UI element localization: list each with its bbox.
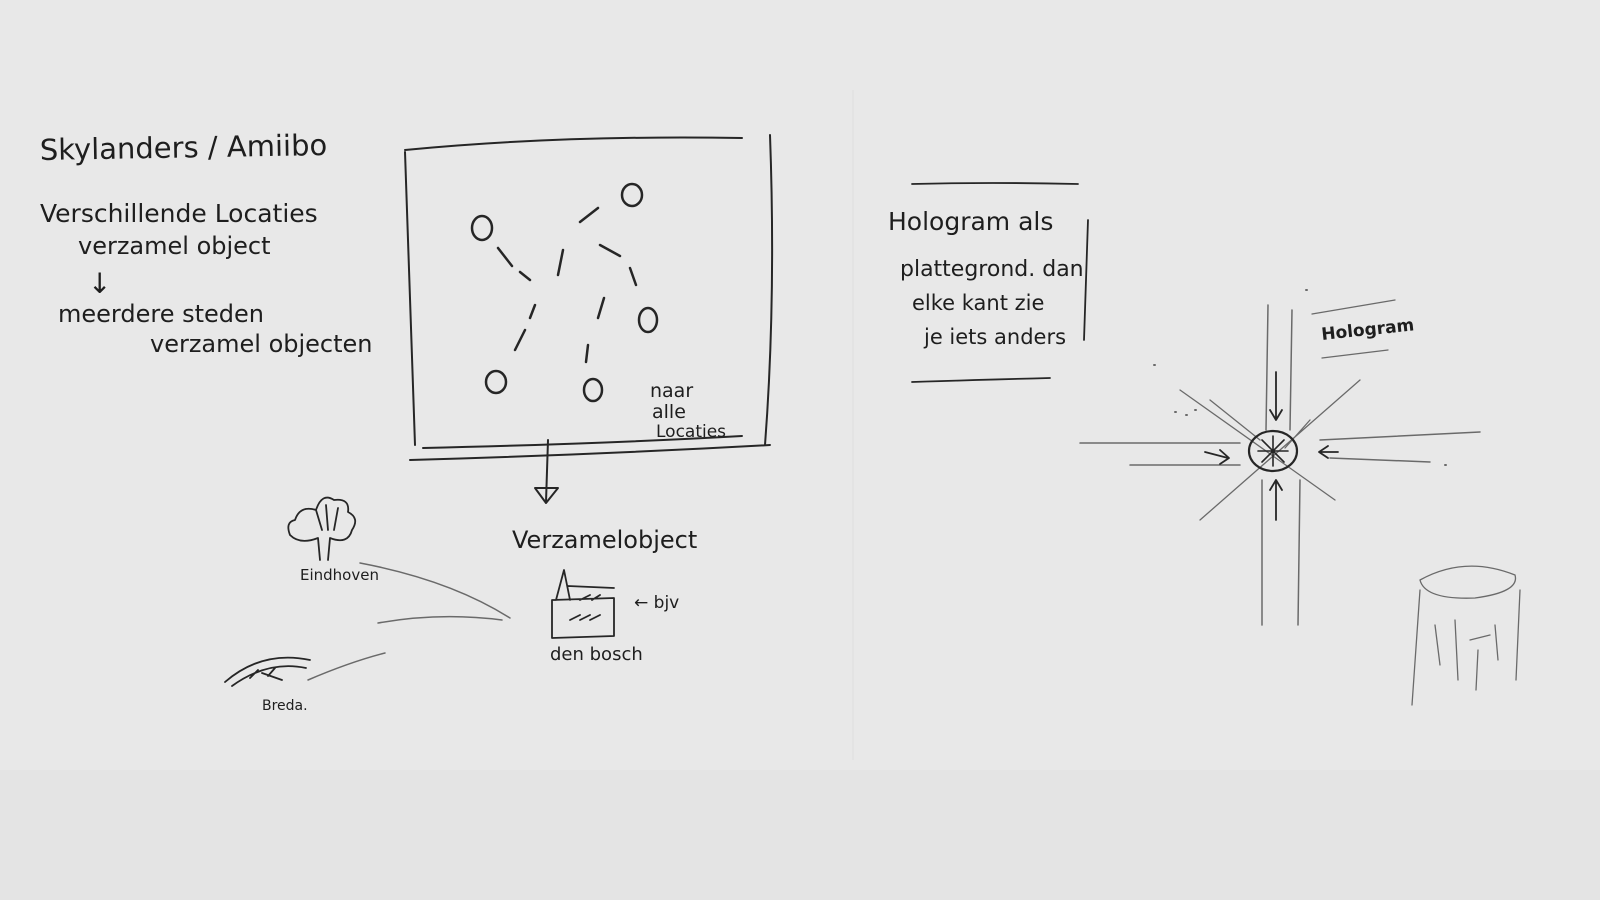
- hologram-label-lines: [1311, 299, 1396, 359]
- arrow-from-bottom-icon: [1269, 479, 1283, 521]
- left-notes: Skylanders / Amiibo Verschillende Locati…: [40, 128, 373, 358]
- location-circle: [620, 182, 644, 208]
- hologram-center-star: [1257, 435, 1289, 467]
- road-vertical: [1261, 304, 1301, 626]
- map-label-locaties: Locaties: [656, 422, 726, 442]
- eindhoven-drawing: [287, 496, 357, 561]
- city-link-curve: [307, 652, 386, 681]
- whiteboard-surface: [0, 0, 1600, 770]
- ink-specks: [1153, 289, 1447, 466]
- arrow-from-top-icon: [1269, 371, 1283, 421]
- map-frame: [404, 134, 774, 461]
- map-sketch: naar alle Locaties Verzamelobject: [404, 134, 774, 554]
- bjv-annotation: ← bjv: [634, 593, 679, 613]
- cities-sketch: Eindhoven Breda. ← bjv den bosch: [224, 496, 679, 714]
- hologram-note-line4: je iets anders: [923, 325, 1066, 349]
- notes-line-collect-objects: verzamel objecten: [150, 330, 373, 358]
- hologram-note: Hologram als plattegrond. dan elke kant …: [888, 182, 1089, 383]
- notes-line-collect-object: verzamel object: [78, 232, 271, 260]
- map-label-naar: naar: [650, 380, 693, 402]
- city-denbosch: den bosch: [550, 644, 643, 665]
- notes-line-multiple-cities: meerdere steden: [58, 300, 264, 328]
- arrow-from-left-icon: [1204, 449, 1230, 465]
- notes-line-locations: Verschillende Locaties: [40, 199, 318, 228]
- map-label-alle: alle: [652, 401, 686, 423]
- road-horizontal: [1079, 431, 1481, 466]
- hologram-note-frame: [911, 182, 1089, 383]
- bin-drawing: [1411, 565, 1521, 706]
- road-diagonals: [1179, 379, 1361, 521]
- hologram-center-circle: [1247, 429, 1299, 473]
- location-circle: [470, 214, 494, 242]
- city-breda: Breda.: [262, 698, 308, 714]
- city-eindhoven: Eindhoven: [300, 566, 379, 584]
- bin-sketch: [1411, 565, 1521, 706]
- location-circle: [582, 377, 604, 403]
- arrow-from-right-icon: [1318, 445, 1339, 459]
- hologram-note-line2: plattegrond. dan: [900, 257, 1084, 282]
- route-dashes: [496, 206, 638, 364]
- breda-drawing: [224, 656, 311, 687]
- whiteboard-lower-margin: [0, 770, 1600, 900]
- collect-object-label: Verzamelobject: [512, 526, 697, 554]
- down-arrow-icon: [534, 439, 559, 504]
- city-link-curve: [359, 562, 511, 619]
- city-link-curve: [377, 615, 503, 624]
- hologram-note-line3: elke kant zie: [912, 291, 1044, 315]
- location-circle: [484, 369, 508, 395]
- hologram-note-line1: Hologram als: [888, 207, 1053, 236]
- location-circle: [637, 306, 659, 334]
- denbosch-drawing: [551, 569, 615, 639]
- notes-arrow: ↓: [88, 267, 111, 300]
- notes-title: Skylanders / Amiibo: [40, 128, 328, 167]
